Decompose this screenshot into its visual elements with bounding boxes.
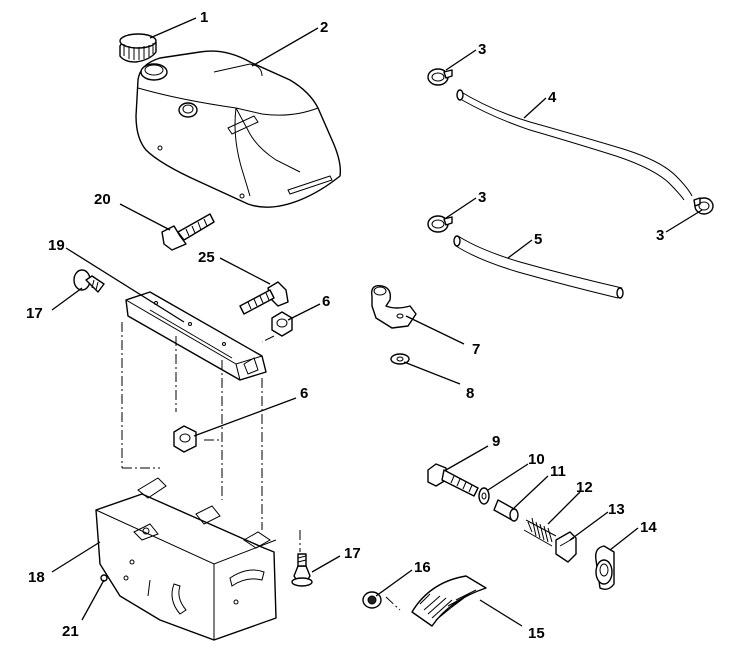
bolt-part-25 — [239, 281, 289, 315]
callout-9: 9 — [492, 433, 500, 450]
callout-6-lower: 6 — [300, 385, 308, 402]
bolt-part-9 — [427, 463, 479, 497]
decal-plate-part — [411, 575, 487, 627]
bracket-rail-part — [125, 291, 267, 381]
callout-1: 1 — [200, 9, 208, 26]
callout-21: 21 — [62, 623, 79, 640]
callout-2: 2 — [320, 19, 328, 36]
callout-labels: 1 2 3 4 3 3 5 20 25 19 17 6 7 8 6 9 10 1… — [26, 9, 664, 642]
bolt-part-17-lower — [291, 553, 313, 587]
callout-3-right: 3 — [656, 227, 664, 244]
callout-15: 15 — [528, 625, 545, 642]
hose-clamp-part-upper — [427, 68, 453, 86]
callout-20: 20 — [94, 191, 111, 208]
callout-7: 7 — [472, 341, 480, 358]
leader-lines — [51, 17, 703, 627]
callout-6-upper: 6 — [322, 293, 330, 310]
nut-part-upper — [271, 311, 293, 337]
callout-25: 25 — [198, 249, 215, 266]
knob-part-14 — [594, 545, 615, 591]
hose-clamp-part-right — [693, 197, 714, 215]
hose-clamp-part-middle — [427, 215, 453, 233]
callout-11: 11 — [550, 463, 566, 480]
housing-part — [95, 477, 277, 641]
callout-5: 5 — [534, 231, 542, 248]
callout-13: 13 — [608, 501, 625, 518]
callout-18: 18 — [28, 569, 45, 586]
nut-part-lower — [173, 425, 197, 453]
washer-part-10 — [478, 487, 490, 505]
callout-3-middle: 3 — [478, 189, 486, 206]
fuel-tank-part — [135, 50, 342, 208]
bolt-part-17-upper — [73, 269, 105, 293]
bolt-part-20 — [161, 213, 215, 251]
callout-16: 16 — [414, 559, 431, 576]
latch-part-13 — [555, 531, 577, 563]
callout-10: 10 — [528, 451, 545, 468]
clamp-bracket-part — [371, 285, 417, 329]
callout-8: 8 — [466, 385, 474, 402]
callout-17-upper: 17 — [26, 305, 43, 322]
fuel-line-part-4 — [456, 89, 693, 201]
callout-4: 4 — [548, 89, 557, 106]
spring-part-12 — [523, 517, 557, 547]
spacer-part-11 — [493, 499, 519, 522]
callout-19: 19 — [48, 237, 65, 254]
fuel-line-part-5 — [453, 235, 624, 299]
callout-12: 12 — [576, 479, 593, 496]
assembly-lines — [103, 322, 401, 611]
callout-17-lower: 17 — [344, 545, 361, 562]
callout-14: 14 — [640, 519, 657, 536]
callout-3-upper: 3 — [478, 41, 486, 58]
fuel-cap-part — [119, 33, 157, 63]
